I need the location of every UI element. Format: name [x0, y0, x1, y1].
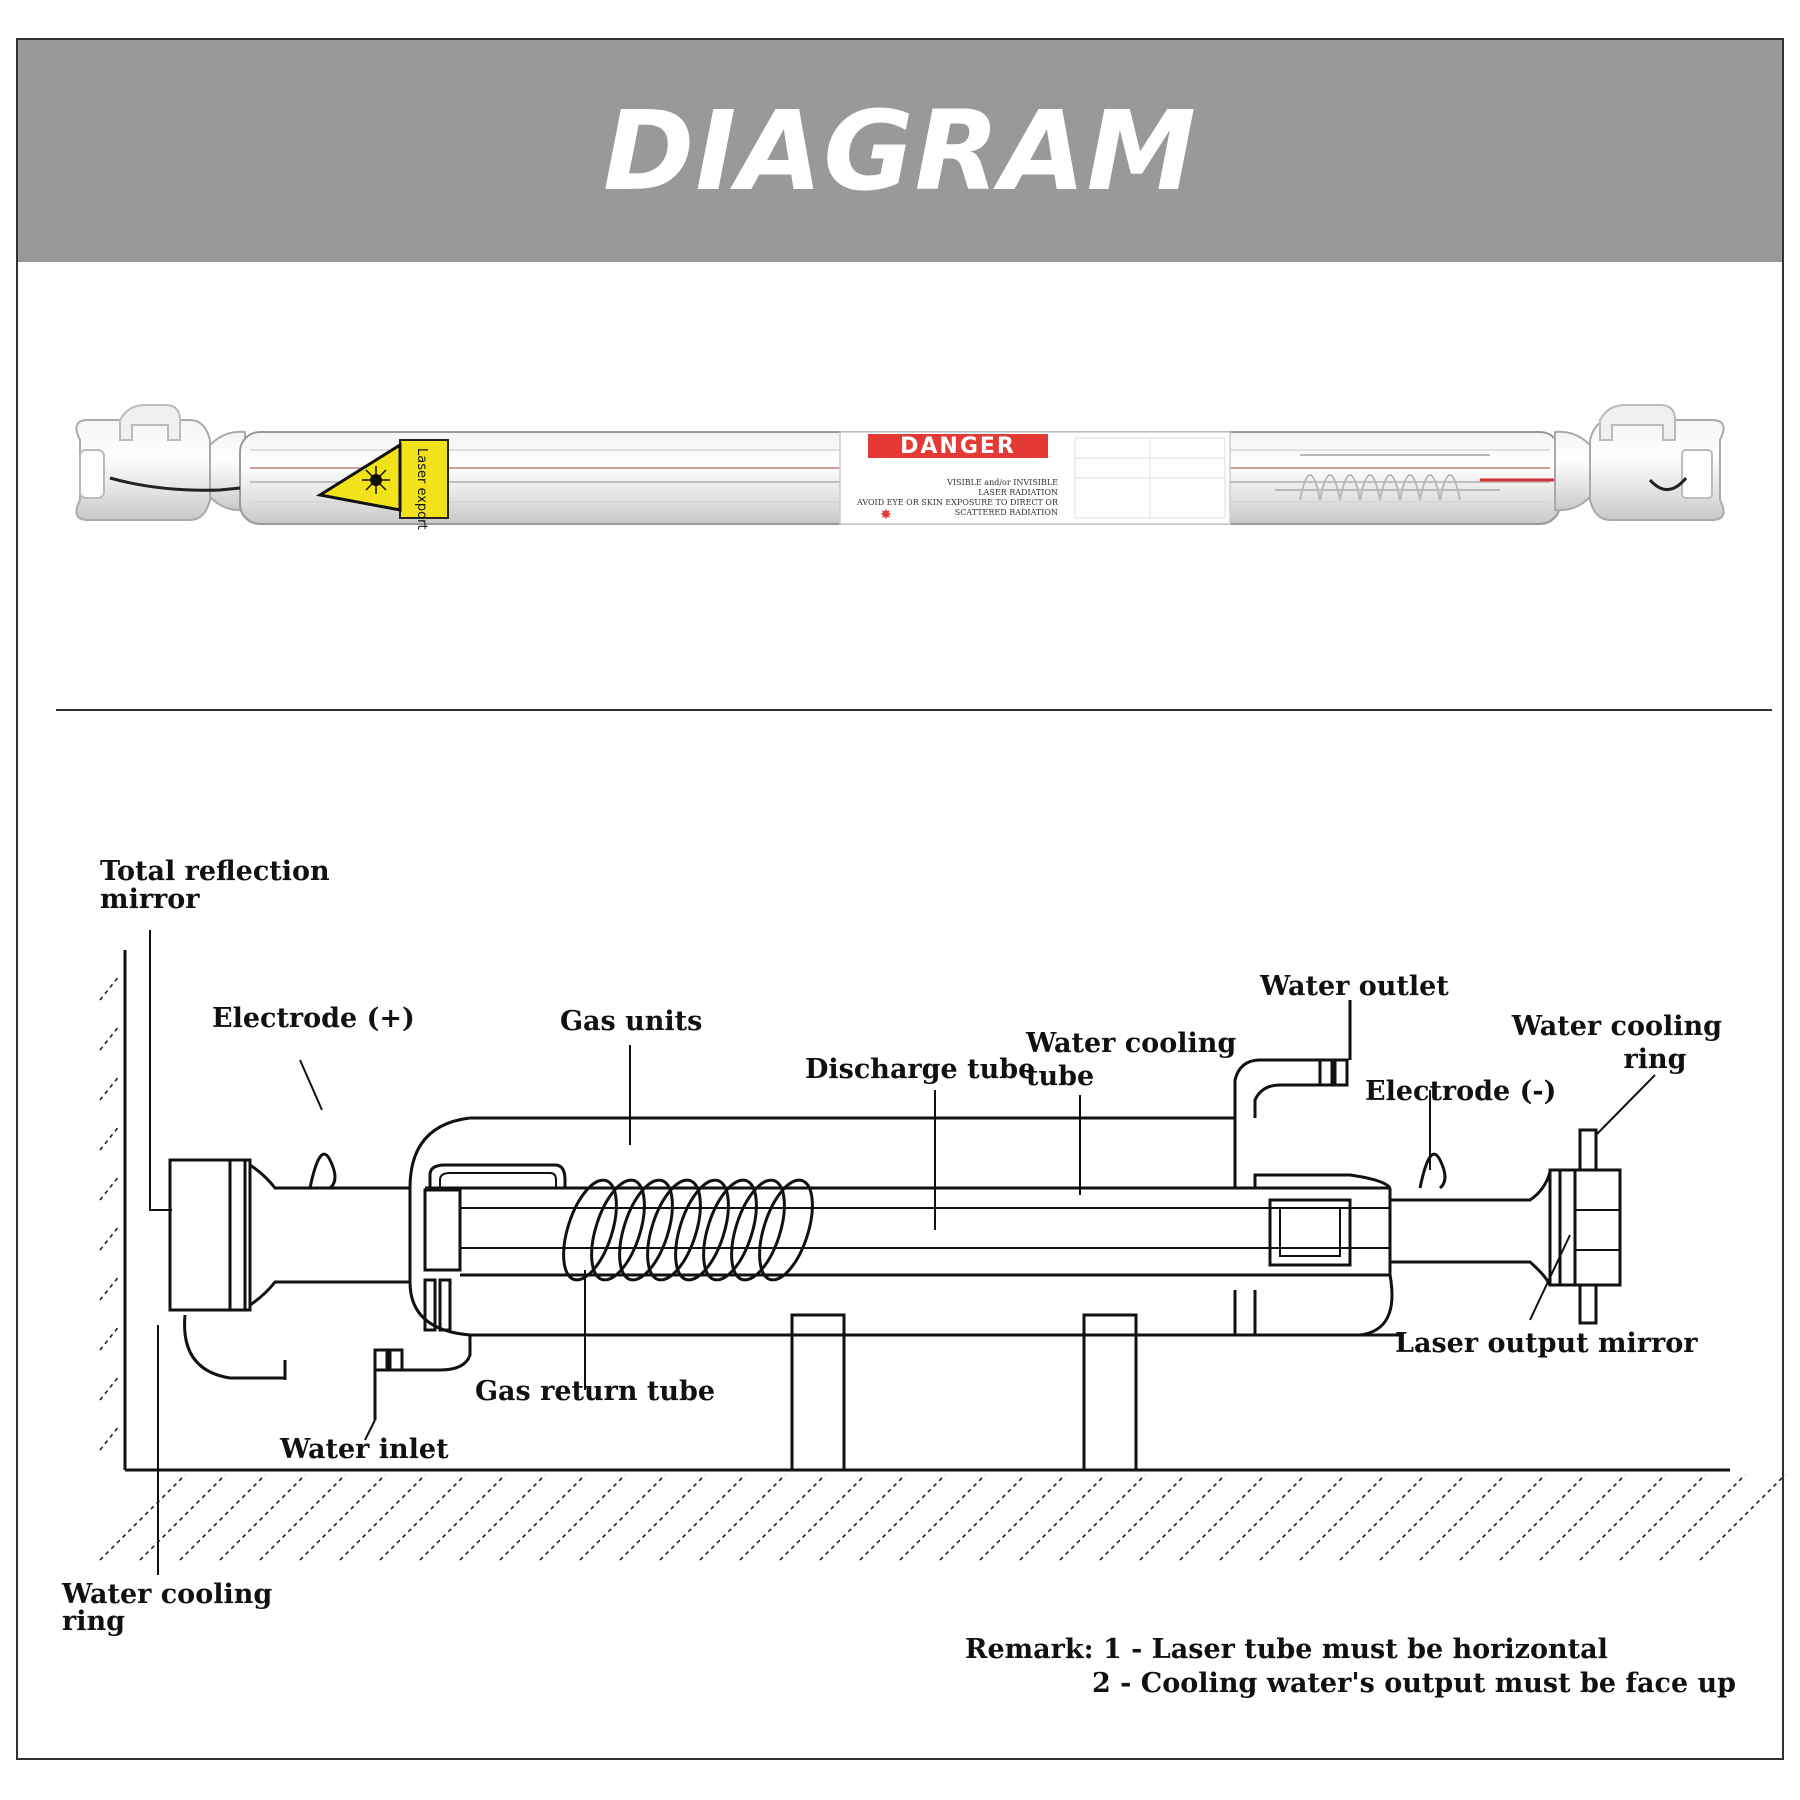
support-left	[790, 1313, 846, 1472]
label-gas-return-tube: Gas return tube	[475, 1376, 715, 1407]
right-cooling-ring	[1578, 1128, 1598, 1172]
water-outlet-pipe	[1233, 1058, 1320, 1118]
label-water-cooling-ring-right-2: ring	[1624, 1044, 1687, 1075]
label-discharge-tube: Discharge tube	[805, 1054, 1035, 1085]
section-divider	[56, 709, 1772, 711]
floor-hatching	[99, 1474, 1786, 1561]
gas-return-coil	[562, 1178, 814, 1282]
danger-star-icon: ✸	[880, 507, 892, 523]
label-total-reflection-mirror: Total reflection	[100, 856, 330, 887]
label-water-cooling-tube: Water cooling	[1025, 1028, 1236, 1059]
support-right	[1082, 1313, 1138, 1472]
label-water-outlet: Water outlet	[1259, 971, 1449, 1002]
danger-line-2: LASER RADIATION	[978, 488, 1058, 497]
header-banner: DIAGRAM	[18, 40, 1782, 262]
label-gas-units: Gas units	[560, 1006, 702, 1037]
electrode-negative	[1418, 1152, 1447, 1190]
danger-label-text: DANGER	[900, 434, 1016, 459]
right-electrode-cap	[1681, 449, 1713, 499]
left-water-nozzle	[119, 404, 181, 441]
total-reflection-mirror	[168, 1158, 252, 1312]
leader-lines	[149, 930, 1656, 1575]
right-mirror-holder	[1268, 1198, 1352, 1267]
label-electrode-negative: Electrode (-)	[1365, 1076, 1556, 1107]
water-inlet-pipe	[373, 1335, 472, 1420]
page-title: DIAGRAM	[603, 87, 1197, 215]
danger-line-1: VISIBLE and/or INVISIBLE	[946, 478, 1058, 487]
remark-line-1: Remark: 1 - Laser tube must be horizonta…	[965, 1634, 1608, 1665]
page-frame: DIAGRAM	[16, 38, 1784, 1760]
electrode-positive	[308, 1152, 337, 1190]
laser-tube-photo: Laser export DANGER VISIBLE and/or INVIS…	[75, 404, 1725, 530]
warning-sticker	[399, 439, 449, 519]
laser-warning-icon	[315, 442, 402, 512]
danger-line-3: AVOID EYE OR SKIN EXPOSURE TO DIRECT OR	[856, 498, 1059, 507]
left-end-cap	[75, 419, 211, 521]
label-laser-output-mirror: Laser output mirror	[1395, 1328, 1698, 1359]
remark-line-2: 2 - Cooling water's output must be face …	[1092, 1668, 1736, 1699]
photo-coil	[1275, 454, 1500, 501]
schematic-diagram: Total reflection mirror Electrode (+) Ga…	[61, 856, 1786, 1699]
warning-sticker-text: Laser export	[414, 448, 429, 530]
label-water-cooling-ring-right: Water cooling	[1511, 1011, 1722, 1042]
left-cooling-ring-pipe	[183, 1314, 285, 1380]
right-water-nozzle	[1599, 404, 1676, 441]
left-electrode-cap	[79, 449, 105, 499]
label-water-cooling-ring-left-2: ring	[62, 1606, 125, 1637]
label-water-cooling-tube-2: tube	[1026, 1061, 1094, 1092]
label-water-cooling-ring-left: Water cooling	[61, 1579, 272, 1610]
wall-hatching	[99, 974, 121, 1451]
label-electrode-positive: Electrode (+)	[212, 1003, 415, 1034]
danger-label	[868, 434, 1048, 458]
label-water-inlet: Water inlet	[279, 1434, 449, 1465]
danger-line-4: SCATTERED RADIATION	[955, 508, 1058, 517]
label-total-reflection-mirror-2: mirror	[100, 884, 200, 915]
